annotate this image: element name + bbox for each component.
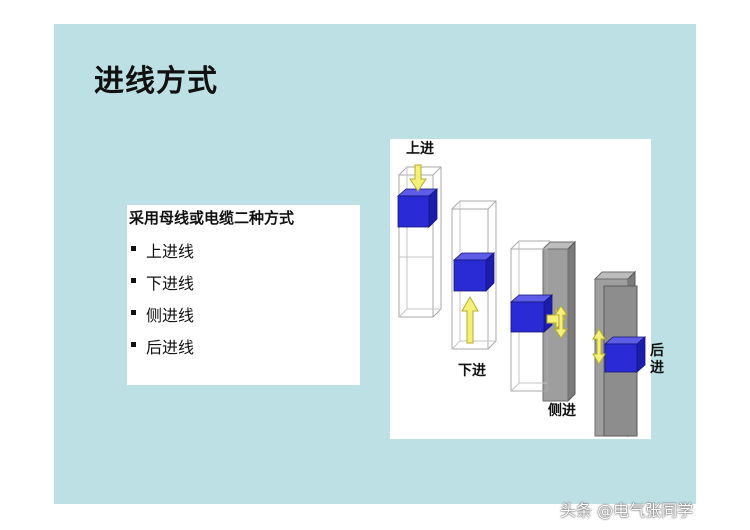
top-entry-label: 上进 [406,141,434,157]
down-arrow-icon [409,164,427,192]
square-bullet-icon [131,246,136,251]
bullet-list: 上进线 下进线 侧进线 后进线 [127,238,194,366]
diagram-canvas: .wire { fill: none; stroke: #a9a9a9; str… [396,164,647,438]
page-title: 进线方式 [94,64,218,99]
bullet-text: 后进线 [146,338,195,357]
square-bullet-icon [131,310,136,315]
text-box-heading: 采用母线或电缆二种方式 [129,209,295,227]
rear-entry-label: 后进 [650,343,664,376]
up-arrow-icon [461,295,479,344]
bullet-text: 侧进线 [146,306,195,325]
top-entry-busbar-block [396,188,439,228]
list-item: 上进线 [127,238,194,270]
bottom-entry-busbar-block [452,252,496,292]
list-item: 后进线 [127,334,194,366]
watermark: 头条 @电气张同学 [560,501,694,520]
cable-entry-diagram: .wire { fill: none; stroke: #a9a9a9; str… [390,139,664,439]
up-down-arrow-icon [554,305,568,339]
list-item: 侧进线 [127,302,194,334]
square-bullet-icon [131,342,136,347]
bullet-text: 下进线 [146,274,195,293]
side-entry-busbar-block [509,294,554,333]
rear-entry-busbar-block [603,336,647,373]
bottom-entry-label: 下进 [458,363,486,379]
bullet-text: 上进线 [146,242,195,261]
text-box: 采用母线或电缆二种方式 上进线 下进线 侧进线 后进线 [127,205,360,385]
side-entry-label: 侧进 [548,403,576,419]
square-bullet-icon [131,278,136,283]
up-down-arrow-icon [592,328,606,365]
list-item: 下进线 [127,270,194,302]
